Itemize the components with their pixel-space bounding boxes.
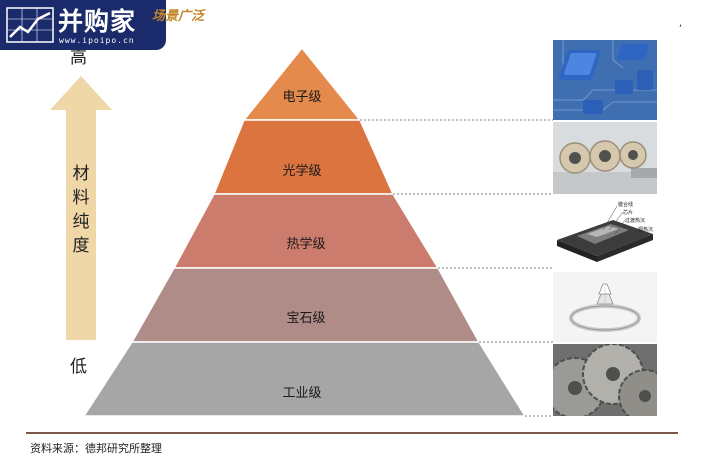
photo-saw-blades bbox=[553, 344, 657, 416]
header-title-fragment: 场景广泛 bbox=[152, 9, 205, 24]
tier-label-electronic: 电子级 bbox=[282, 90, 322, 105]
callout-chip: 芯片 bbox=[623, 210, 634, 216]
tier-label-gem: 宝石级 bbox=[286, 311, 326, 326]
axis-title: 材料纯度 bbox=[72, 164, 90, 256]
corner-mark: , bbox=[678, 18, 682, 29]
logo-name: 并购家 bbox=[58, 7, 137, 36]
axis-low-label: 低 bbox=[70, 357, 87, 377]
up-arrow-icon bbox=[50, 76, 112, 340]
pyramid-tier-gem bbox=[130, 267, 481, 343]
pyramid-tier-electronic bbox=[242, 46, 362, 121]
tier-label-industrial: 工业级 bbox=[282, 386, 322, 401]
logo: 并购家 www.ipoipo.cn bbox=[0, 0, 166, 50]
tier-label-optical: 光学级 bbox=[282, 164, 322, 179]
bar-chart-icon bbox=[6, 7, 54, 43]
callout-bond-wire: 键合线 bbox=[618, 202, 634, 208]
callout-transition-sink: 过渡热沉 bbox=[625, 218, 646, 224]
pyramid-tier-industrial bbox=[82, 341, 527, 417]
source-note: 资料来源：德邦研究所整理 bbox=[30, 442, 162, 455]
pyramid-tier-optical bbox=[212, 119, 395, 195]
tier-label-thermal: 热学级 bbox=[286, 237, 326, 252]
axis-high-label: 高 bbox=[70, 48, 87, 68]
pyramid-tier-thermal bbox=[172, 193, 440, 269]
photo-chip-board bbox=[553, 40, 657, 120]
connector-lines bbox=[360, 119, 553, 417]
photo-optical-lenses bbox=[553, 122, 657, 194]
callout-copper-sink: 铜热沉 bbox=[638, 227, 654, 233]
source-divider bbox=[26, 432, 678, 434]
photo-heat-sink: 键合线 芯片 过渡热沉 铜热沉 bbox=[553, 196, 657, 268]
logo-url: www.ipoipo.cn bbox=[59, 36, 135, 45]
photo-diamond-ring bbox=[553, 272, 657, 342]
